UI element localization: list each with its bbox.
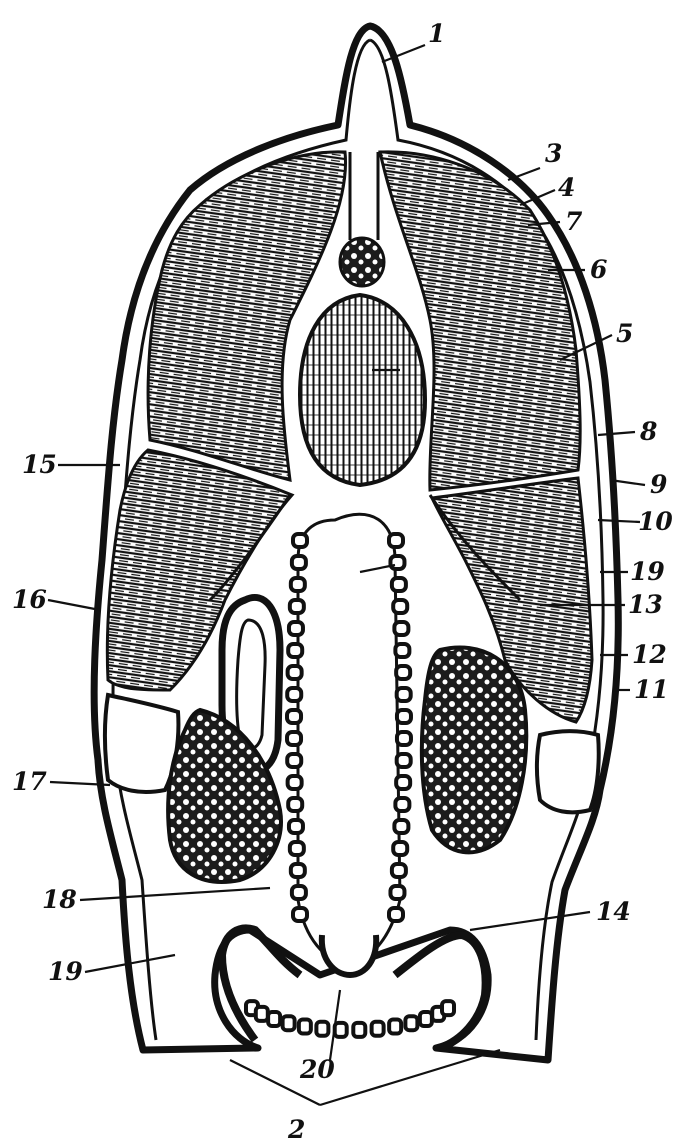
gill-bar-right [392, 578, 406, 591]
label-19b: 19 [630, 557, 665, 586]
gill-bar-right [396, 776, 410, 789]
gill-bar-right [393, 600, 407, 613]
label-1: 1 [428, 19, 445, 48]
gill-bar-left [288, 798, 302, 811]
gill-bar-left [290, 842, 304, 855]
ventral-gill-bar [299, 1019, 311, 1033]
ventral-gill-bar [389, 1019, 401, 1033]
ventral-gill-bar [316, 1022, 328, 1036]
pharynx [298, 514, 400, 965]
notochord [300, 295, 425, 485]
gill-bar-left [287, 732, 301, 745]
gill-bar-left [291, 864, 305, 877]
metapleural-chamber-right [537, 731, 599, 812]
gill-bar-right [393, 842, 407, 855]
ventral-gill-bar [353, 1023, 365, 1037]
gill-bar-right [397, 688, 411, 701]
gill-bar-right [396, 666, 410, 679]
gill-bar-left [290, 600, 304, 613]
metapleural-chamber-left [105, 695, 178, 792]
gonad-right [422, 648, 526, 853]
gill-bar-left [287, 710, 301, 723]
ventral-gill-bar [335, 1023, 347, 1037]
dorsal-septum [350, 152, 378, 240]
gill-bar-right [390, 556, 404, 569]
gill-bar-right [389, 908, 403, 921]
label-12: 12 [632, 640, 667, 669]
gill-bar-right [394, 820, 408, 833]
gill-bar-left [293, 534, 307, 547]
label-17: 17 [12, 767, 47, 796]
label-8: 8 [639, 417, 657, 446]
gill-bar-left [289, 622, 303, 635]
ventral-gill-bar [372, 1022, 384, 1036]
label-18: 18 [42, 885, 77, 914]
gill-bar-left [288, 666, 302, 679]
gill-bar-right [395, 644, 409, 657]
gill-bar-left [287, 688, 301, 701]
gill-bar-left [292, 886, 306, 899]
gill-bar-right [392, 864, 406, 877]
ventral-groove [322, 935, 376, 975]
label-20: 20 [299, 1055, 335, 1084]
gill-bar-left [288, 776, 302, 789]
label-16: 16 [12, 585, 47, 614]
gill-bar-right [389, 534, 403, 547]
label-19: 19 [48, 957, 83, 986]
gill-bar-right [390, 886, 404, 899]
ventral-gill-bar [405, 1016, 417, 1030]
gill-bar-left [293, 908, 307, 921]
label-9: 9 [650, 470, 667, 499]
gill-bar-right [395, 798, 409, 811]
label-7: 7 [565, 207, 583, 236]
label-14: 14 [596, 897, 631, 926]
label-3: 3 [545, 139, 562, 168]
ventral-gill-bar [256, 1007, 268, 1021]
gill-bar-left [288, 644, 302, 657]
ventral-gill-bar [442, 1001, 454, 1015]
gill-bar-left [289, 820, 303, 833]
label-13: 13 [628, 590, 663, 619]
gill-bar-left [291, 578, 305, 591]
gill-bar-left [287, 754, 301, 767]
label-6: 6 [590, 255, 607, 284]
label-4: 4 [558, 173, 575, 202]
ventral-gill-bar [283, 1016, 295, 1030]
ventral-gill-bar [268, 1012, 280, 1026]
ventral-gill-bar [420, 1012, 432, 1026]
label-11: 11 [634, 675, 669, 704]
gill-bar-right [397, 710, 411, 723]
gill-bar-left [292, 556, 306, 569]
gill-bar-right [394, 622, 408, 635]
nerve-cord [340, 238, 384, 286]
label-2: 2 [287, 1115, 305, 1144]
label-5: 5 [616, 319, 633, 348]
ventral-bars [246, 1001, 454, 1037]
label-10: 10 [638, 507, 673, 536]
gill-bar-right [397, 754, 411, 767]
gill-bar-right [397, 732, 411, 745]
label-15: 15 [22, 450, 57, 479]
